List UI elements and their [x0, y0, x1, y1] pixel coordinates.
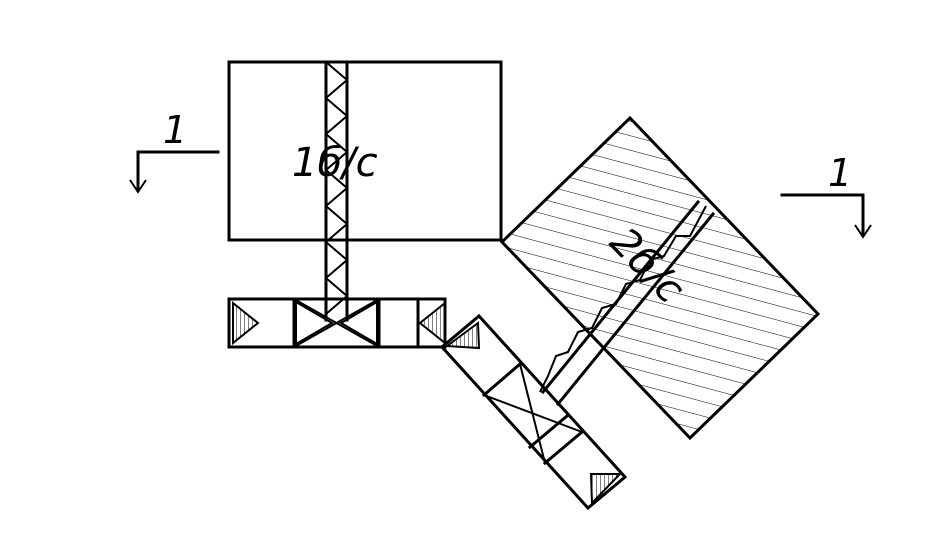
truss-diagonal: [539, 199, 716, 407]
section-mark-left: 1: [129, 108, 220, 194]
truss-vertical: [324, 60, 349, 322]
section-mark-left-label: 1: [163, 108, 187, 152]
section-mark-right-label: 1: [828, 151, 852, 195]
block-one-outline: [227, 60, 503, 242]
beam-horizontal: [227, 297, 447, 349]
block-two-outline: [499, 115, 821, 441]
block-one-label: 1б/с: [292, 140, 378, 186]
section-mark-right: 1: [780, 151, 872, 239]
beam-diagonal: [439, 313, 628, 511]
block-one: [227, 60, 503, 242]
